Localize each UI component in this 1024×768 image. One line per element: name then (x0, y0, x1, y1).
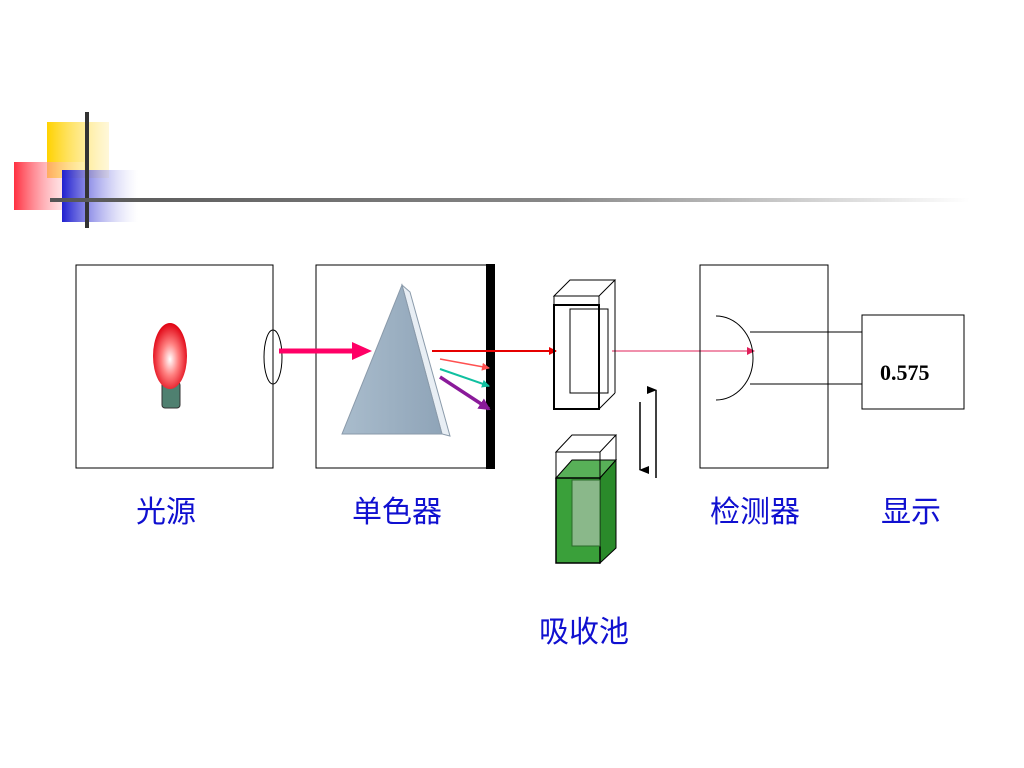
light-source-box (75, 264, 283, 469)
dispersed-ray-1 (439, 358, 490, 371)
header-decoration (14, 112, 970, 228)
cuvette-in-beam (552, 279, 617, 410)
light-source-label: 光源 (136, 495, 196, 530)
display-box (861, 314, 965, 410)
monochromator-box (315, 264, 495, 469)
horizontal-rule (50, 198, 970, 202)
input-beam-arrowhead (352, 342, 372, 360)
exchange-arrows (639, 386, 657, 478)
monochromator-label: 单色器 (352, 495, 442, 530)
beams (279, 342, 755, 411)
detector-box (699, 264, 862, 469)
lens (263, 329, 283, 385)
cuvette-with-sample (554, 434, 618, 565)
absorption-cell-label: 吸收池 (539, 615, 629, 650)
display-readout: 0.575 (880, 360, 930, 385)
blue-square (62, 170, 138, 222)
detector-label: 检测器 (710, 495, 800, 530)
detector-element (715, 315, 754, 401)
exit-slit (486, 264, 495, 469)
prism (341, 283, 443, 435)
vertical-rule (85, 112, 89, 228)
dispersed-ray-2 (439, 368, 490, 388)
display-label: 显示 (881, 495, 941, 530)
lamp-bulb (153, 323, 187, 389)
dispersed-ray-3 (439, 375, 491, 411)
